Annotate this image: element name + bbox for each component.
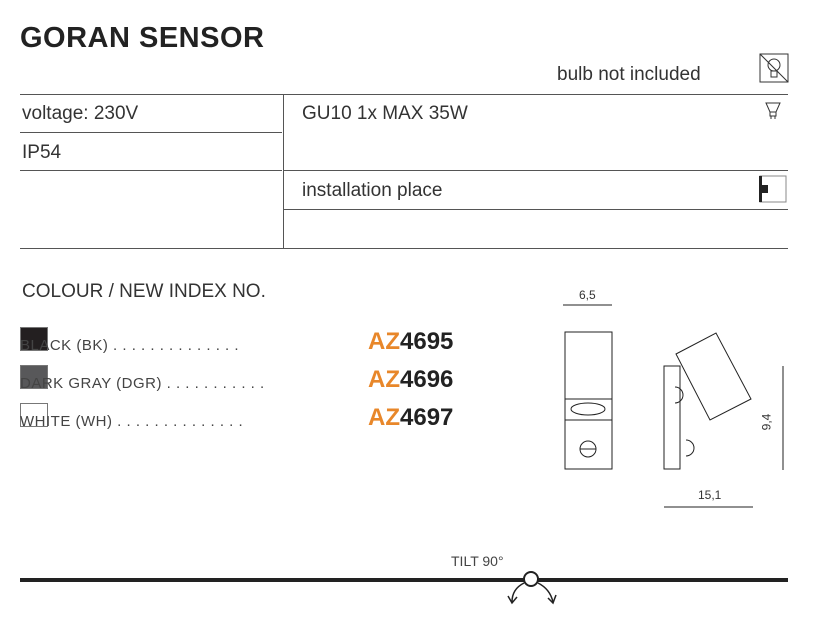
- variant-name: WHITE (WH): [20, 413, 113, 430]
- leader-dots: . . . . . . . . . . .: [166, 375, 265, 392]
- leader-dots: . . . . . . . . . . . . . .: [117, 413, 244, 430]
- code-number: 4695: [400, 328, 454, 355]
- leader-dots: . . . . . . . . . . . . . .: [113, 337, 240, 354]
- table-divider: [20, 94, 788, 95]
- bulb-not-included-icon: [759, 53, 789, 83]
- ip-rating-spec: IP54: [22, 142, 62, 163]
- colour-heading: COLOUR / NEW INDEX NO.: [22, 281, 266, 302]
- width-dimension: 6,5: [579, 288, 596, 302]
- code-prefix: AZ: [368, 366, 400, 393]
- variant-code: AZ4695: [368, 328, 453, 356]
- code-prefix: AZ: [368, 404, 400, 431]
- dimension-drawing: [563, 304, 784, 508]
- tilt-icon: [20, 571, 788, 605]
- code-number: 4696: [400, 366, 454, 393]
- product-title: GORAN SENSOR: [20, 22, 265, 54]
- variant-name: BLACK (BK): [20, 337, 109, 354]
- variant-code: AZ4697: [368, 404, 453, 432]
- wall-mount-icon: [759, 175, 787, 203]
- bulb-spec: GU10 1x MAX 35W: [302, 103, 468, 124]
- height-dimension: 9,4: [759, 413, 774, 431]
- installation-place-label: installation place: [302, 180, 443, 201]
- variant-label: WHITE (WH) . . . . . . . . . . . . . .: [20, 413, 243, 430]
- depth-dimension: 15,1: [698, 488, 722, 502]
- table-divider: [20, 132, 282, 133]
- gu10-bulb-icon: [765, 102, 781, 119]
- swatch-dark-gray: [20, 365, 48, 389]
- table-column-divider: [283, 94, 284, 248]
- variant-label: DARK GRAY (DGR) . . . . . . . . . . .: [20, 375, 265, 392]
- tilt-label: TILT 90°: [451, 553, 504, 569]
- bulb-note: bulb not included: [557, 64, 701, 85]
- code-number: 4697: [400, 404, 454, 431]
- voltage-spec: voltage: 230V: [22, 103, 139, 124]
- table-divider: [284, 170, 788, 171]
- swatch-white: [20, 403, 48, 427]
- table-divider: [284, 209, 788, 210]
- variant-name: DARK GRAY (DGR): [20, 375, 162, 392]
- table-divider: [20, 170, 282, 171]
- table-divider: [20, 248, 788, 249]
- variant-label: BLACK (BK) . . . . . . . . . . . . . .: [20, 337, 239, 354]
- variant-code: AZ4696: [368, 366, 453, 394]
- code-prefix: AZ: [368, 328, 400, 355]
- swatch-black: [20, 327, 48, 351]
